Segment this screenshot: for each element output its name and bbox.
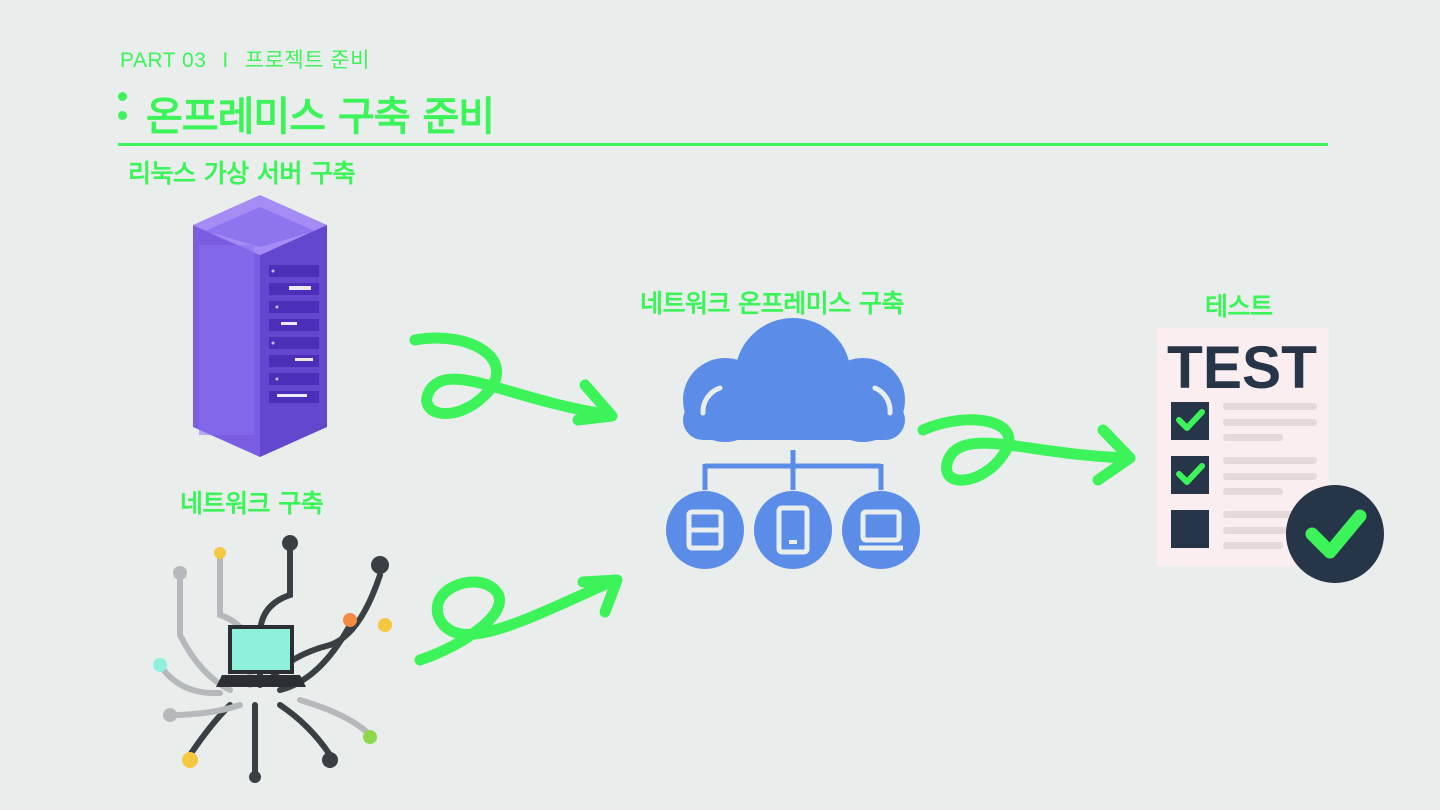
check-badge-icon: [1286, 485, 1384, 583]
test-checklist-icon: TEST: [1157, 328, 1384, 583]
test-label: 테스트: [1205, 292, 1273, 321]
part-separator: I: [222, 49, 229, 72]
title-bullet-icon: [118, 92, 128, 128]
test-heading: TEST: [1167, 334, 1317, 401]
part-number: PART 03: [120, 49, 207, 72]
arrow-onprem-to-test-icon: [917, 414, 1136, 486]
server-rack-icon: [193, 195, 327, 457]
network-tree-icon: [153, 535, 392, 783]
cloud-network-icon: [666, 318, 920, 569]
arrow-linux-to-onprem-icon: [409, 332, 618, 426]
linux-server-label: 리눅스 가상 서버 구축: [128, 159, 356, 188]
network-label: 네트워크 구축: [180, 489, 324, 518]
page-title: 온프레미스 구축 준비: [146, 94, 495, 140]
part-label: PART 03 I 프로젝트 준비: [120, 44, 370, 74]
title-divider: [118, 143, 1328, 146]
arrow-network-to-onprem-icon: [414, 574, 623, 666]
onprem-label: 네트워크 온프레미스 구축: [640, 289, 904, 318]
part-title: 프로젝트 준비: [244, 49, 370, 72]
